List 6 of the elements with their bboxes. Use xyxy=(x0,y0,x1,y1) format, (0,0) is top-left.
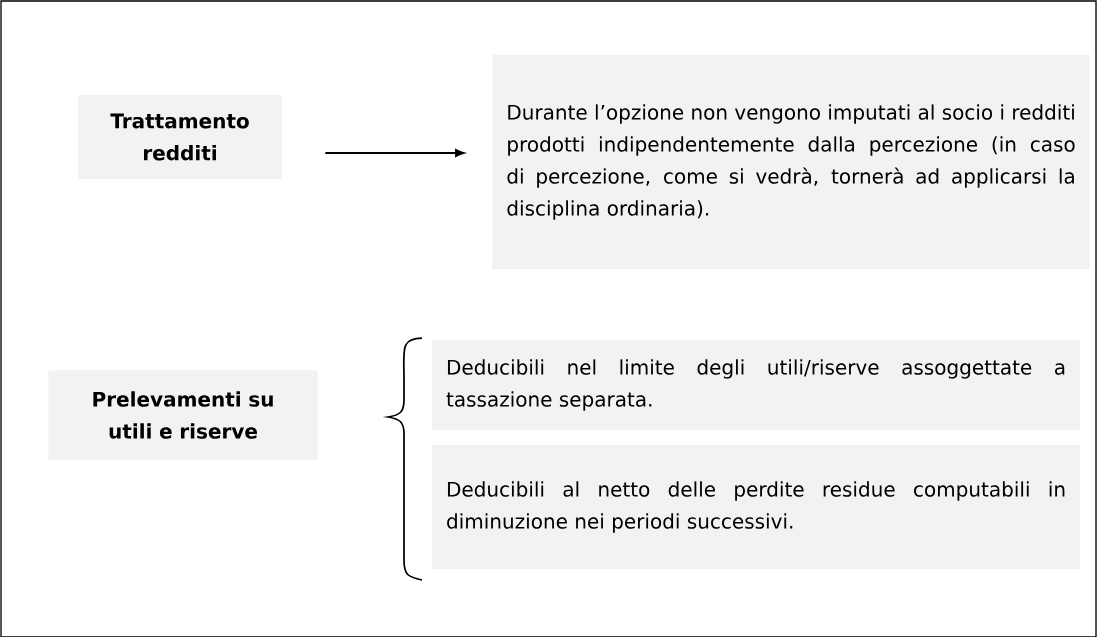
text-box: Deducibili nel limite degli utili/riserve assoggettate a tassazione separata. xyxy=(432,340,1080,430)
arrow xyxy=(324,149,465,157)
text-box: Trattamento redditi xyxy=(78,95,282,179)
text-box: Prelevamenti su utili e riserve xyxy=(48,370,318,460)
text-box: Deducibili al netto delle perdite residue computabili in diminuzione nei periodi successivi. xyxy=(432,445,1080,569)
text-box: Durante l’opzione non vengono imputati al socio i redditi prodotti indipendentemente dalla percezione (in caso di percezione, come si vedrà, tornerà ad applicarsi la disciplina ordinaria). xyxy=(492,54,1090,270)
